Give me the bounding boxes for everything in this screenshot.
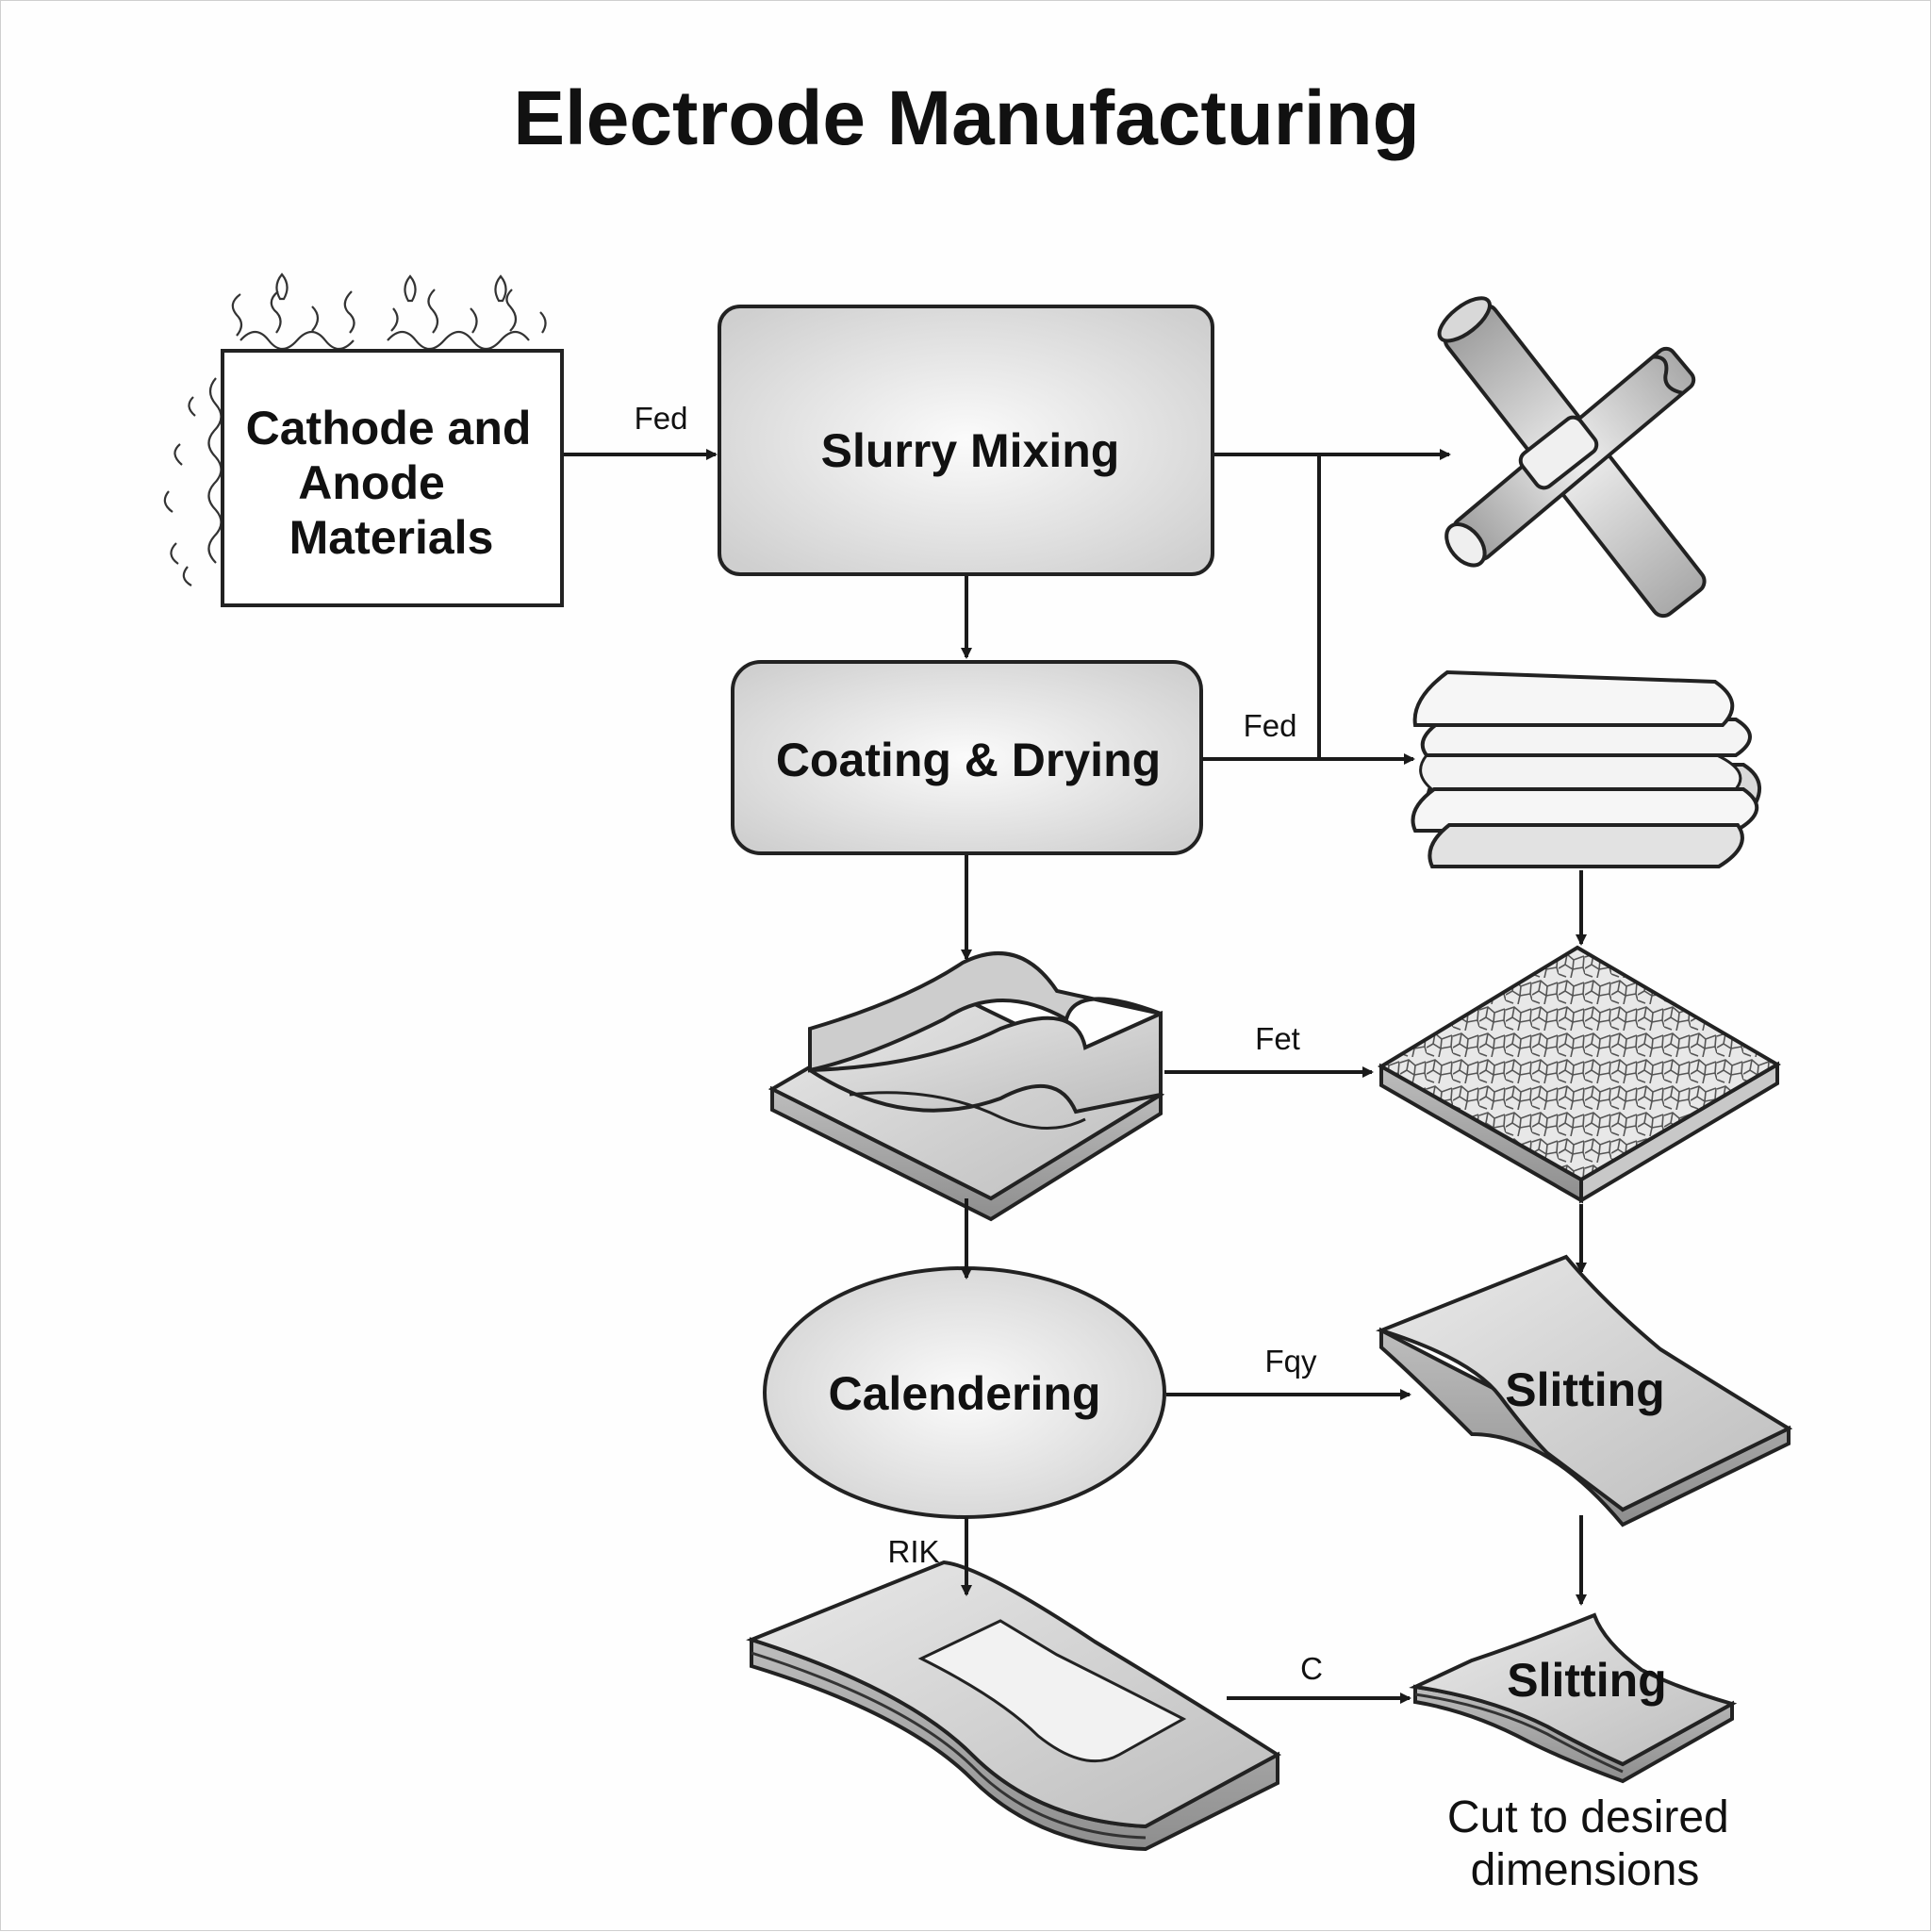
edges <box>564 449 1587 1704</box>
page-title: Electrode Manufacturing <box>513 75 1419 161</box>
textured-slab-icon <box>1378 945 1781 1204</box>
edge-label-fed-2: Fed <box>1244 708 1297 743</box>
coating-drying-box <box>731 660 1203 855</box>
slitting-1-sheet <box>1376 1254 1793 1512</box>
edge-label-rik: RIK <box>887 1534 939 1569</box>
slurry-mixing-box <box>718 305 1214 576</box>
materials-label: Cathode and Anode Materials <box>246 402 545 564</box>
coating-drying-node: Coating & Drying <box>731 660 1203 855</box>
slitting-1-node: Slitting <box>1376 1254 1793 1527</box>
calendering-node: Calendering <box>763 1266 1166 1519</box>
laminate-sheet-icon <box>746 1560 1281 1852</box>
edge-label-fqy: Fqy <box>1264 1344 1317 1379</box>
edge-label-c: C <box>1300 1651 1323 1686</box>
slurry-mixing-node: Slurry Mixing <box>718 305 1214 576</box>
roller-icon <box>1437 296 1707 619</box>
materials-box <box>221 349 564 607</box>
cut-dimensions-note: Cut to desired dimensions <box>1447 1792 1741 1895</box>
slitting-2-node: Slitting <box>1409 1612 1738 1784</box>
calendering-label: Calendering <box>829 1367 1101 1420</box>
edge-label-fed-1: Fed <box>635 401 688 436</box>
edge-label-fet: Fet <box>1255 1021 1300 1056</box>
slitting-2-sheet <box>1409 1612 1738 1767</box>
slurry-mixing-label: Slurry Mixing <box>821 424 1120 477</box>
sheet-stack-icon <box>1411 669 1762 868</box>
slitting-1-label: Slitting <box>1505 1363 1664 1416</box>
slitting-2-label: Slitting <box>1507 1654 1666 1707</box>
coating-drying-label: Coating & Drying <box>776 734 1161 786</box>
wave-slab-icon <box>767 951 1165 1222</box>
materials-node: Cathode and Anode Materials <box>163 272 564 607</box>
